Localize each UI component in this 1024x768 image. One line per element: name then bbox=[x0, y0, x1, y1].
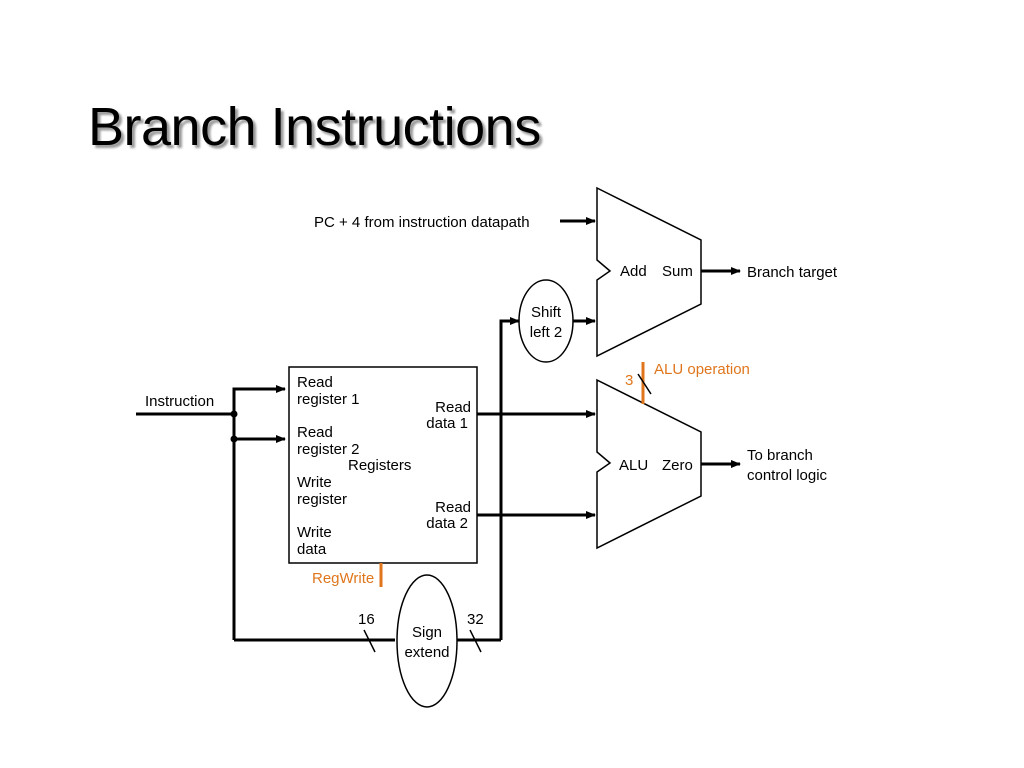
read-data-1-label: Read bbox=[435, 399, 471, 416]
read-register-2-label-2: register 2 bbox=[297, 441, 360, 458]
regwrite-label: RegWrite bbox=[312, 570, 374, 587]
write-data-label-2: data bbox=[297, 541, 327, 558]
shift-label: Shift bbox=[531, 304, 562, 321]
adder-unit: Add Sum bbox=[596, 186, 702, 358]
adder-sum-label: Sum bbox=[662, 263, 693, 280]
to-branch-label: To branch bbox=[747, 447, 813, 464]
alu-label: ALU bbox=[619, 457, 648, 474]
sign-extend-label: Sign bbox=[412, 624, 442, 641]
instruction-to-read-reg1-wire bbox=[232, 385, 286, 640]
alu-op-width-slash bbox=[637, 373, 652, 395]
write-register-label: Write bbox=[297, 474, 332, 491]
read-register-1-label-2: register 1 bbox=[297, 391, 360, 408]
alu-op-width-label: 3 bbox=[625, 372, 633, 389]
sign-extend-unit: Sign extend bbox=[396, 574, 458, 708]
junction-dot bbox=[230, 435, 238, 443]
read-data-2-label: Read bbox=[435, 499, 471, 516]
shift-label-2: left 2 bbox=[530, 324, 563, 341]
read-register-2-label: Read bbox=[297, 424, 333, 441]
width-16-slash bbox=[363, 629, 376, 653]
adder-add-label: Add bbox=[620, 263, 647, 280]
read-register-1-label: Read bbox=[297, 374, 333, 391]
alu-zero-label: Zero bbox=[662, 457, 693, 474]
read-data-1-label-2: data 1 bbox=[426, 415, 468, 432]
shift-left-unit: Shift left 2 bbox=[518, 279, 574, 363]
pc-input-label: PC + 4 from instruction datapath bbox=[314, 214, 530, 231]
read-data-2-label-2: data 2 bbox=[426, 515, 468, 532]
sign-extend-label-2: extend bbox=[404, 644, 449, 661]
sign-extend-to-shift-wire bbox=[499, 317, 520, 640]
write-register-label-2: register bbox=[297, 491, 347, 508]
instruction-label: Instruction bbox=[145, 393, 214, 410]
page-title: Branch Instructions bbox=[88, 97, 541, 157]
registers-name: Registers bbox=[348, 457, 411, 474]
width-32-label: 32 bbox=[467, 611, 484, 628]
write-data-label: Write bbox=[297, 524, 332, 541]
to-branch-label-2: control logic bbox=[747, 467, 828, 484]
registers-block: Read register 1 Read register 2 Register… bbox=[288, 366, 478, 564]
junction-dot bbox=[230, 410, 238, 418]
width-16-label: 16 bbox=[358, 611, 375, 628]
branch-target-label: Branch target bbox=[747, 264, 838, 281]
alu-unit: ALU Zero bbox=[596, 378, 702, 550]
alu-operation-label: ALU operation bbox=[654, 361, 750, 378]
